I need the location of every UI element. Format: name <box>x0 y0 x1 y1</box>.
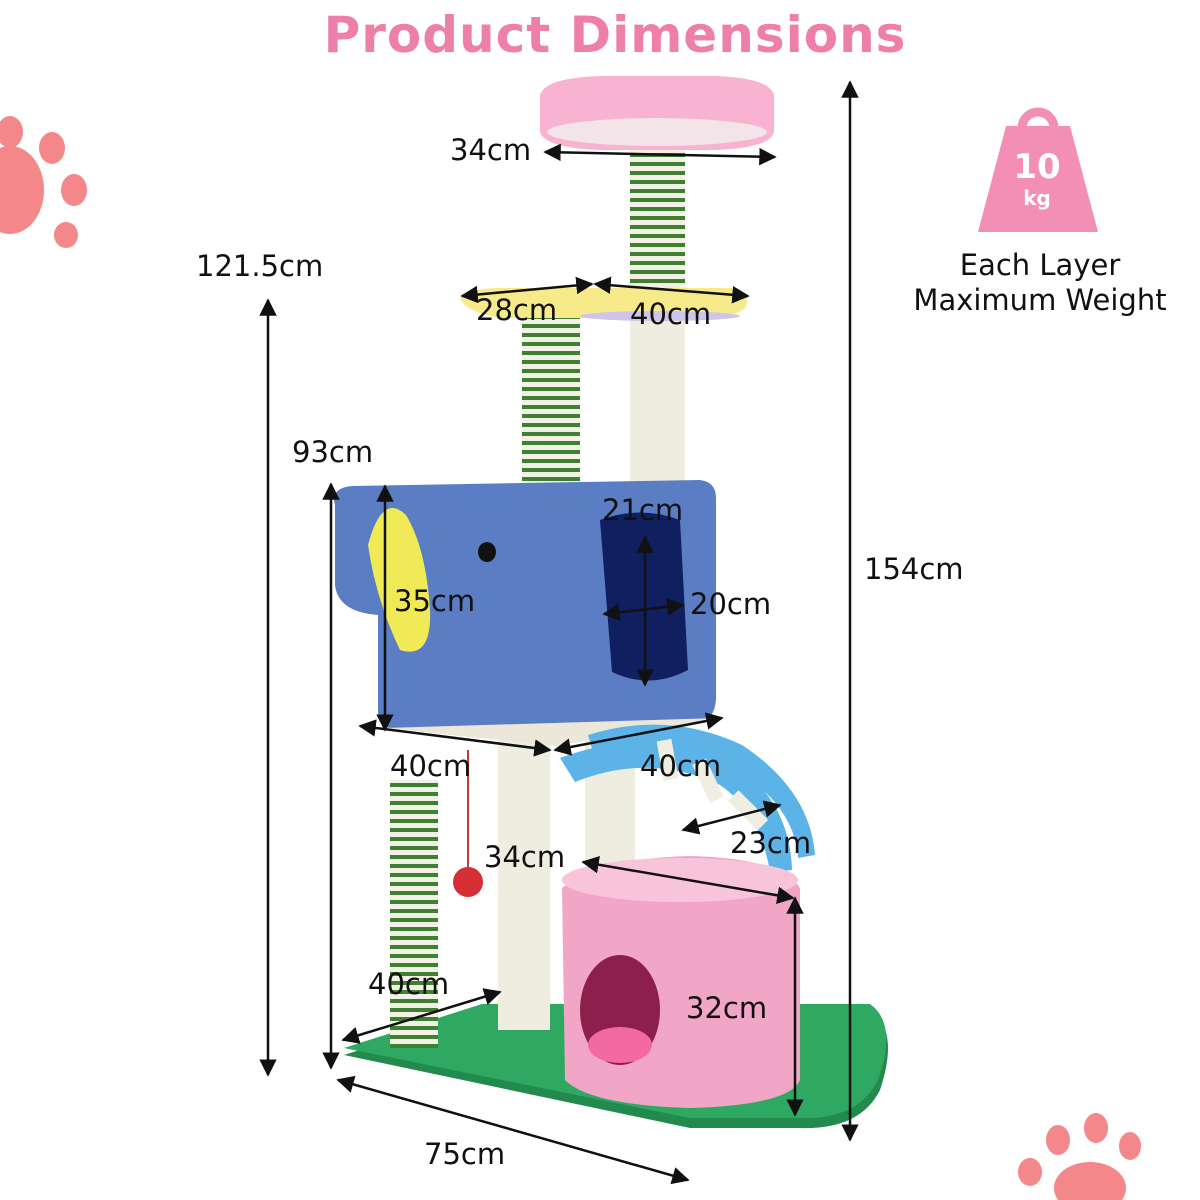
paw-print-icon <box>0 116 87 248</box>
dim-ladder-to-barrel: 34cm <box>484 840 566 874</box>
dim-barrel-height: 32cm <box>686 991 768 1025</box>
dim-condo-depth: 40cm <box>390 749 472 783</box>
dim-ladder-width: 23cm <box>730 826 812 860</box>
weight-icon <box>978 107 1098 232</box>
dim-upper-platform-right: 40cm <box>630 297 712 331</box>
dimension-arrow-icon <box>259 80 859 1185</box>
weight-value: 10 <box>1013 147 1061 187</box>
dim-total-height: 154cm <box>864 552 964 586</box>
dim-height-upper-platform: 121.5cm <box>196 249 324 283</box>
weight-unit: kg <box>1023 186 1051 210</box>
sisal-post <box>630 150 685 290</box>
weight-caption-line2: Maximum Weight <box>913 283 1167 317</box>
page-title: Product Dimensions <box>323 6 907 64</box>
weight-caption: Each Layer Maximum Weight <box>880 248 1200 318</box>
dim-upper-platform-left: 28cm <box>476 293 558 327</box>
rope-post <box>498 740 550 1030</box>
dim-condo-width: 40cm <box>640 749 722 783</box>
hanging-ball <box>453 867 483 897</box>
dim-condo-height: 35cm <box>394 584 476 618</box>
sisal-post <box>390 780 438 1048</box>
top-perch <box>540 76 774 150</box>
dim-height-condo: 93cm <box>292 435 374 469</box>
paw-print-icon <box>1018 1113 1141 1200</box>
dim-base-depth: 40cm <box>368 967 450 1001</box>
dim-condo-door-height: 21cm <box>602 493 684 527</box>
sisal-post <box>522 300 580 490</box>
rope-post <box>630 300 685 490</box>
dim-condo-door-width: 20cm <box>690 587 772 621</box>
dim-top-perch-width: 34cm <box>450 133 532 167</box>
weight-caption-line1: Each Layer <box>959 248 1121 282</box>
dim-base-length: 75cm <box>424 1137 506 1171</box>
